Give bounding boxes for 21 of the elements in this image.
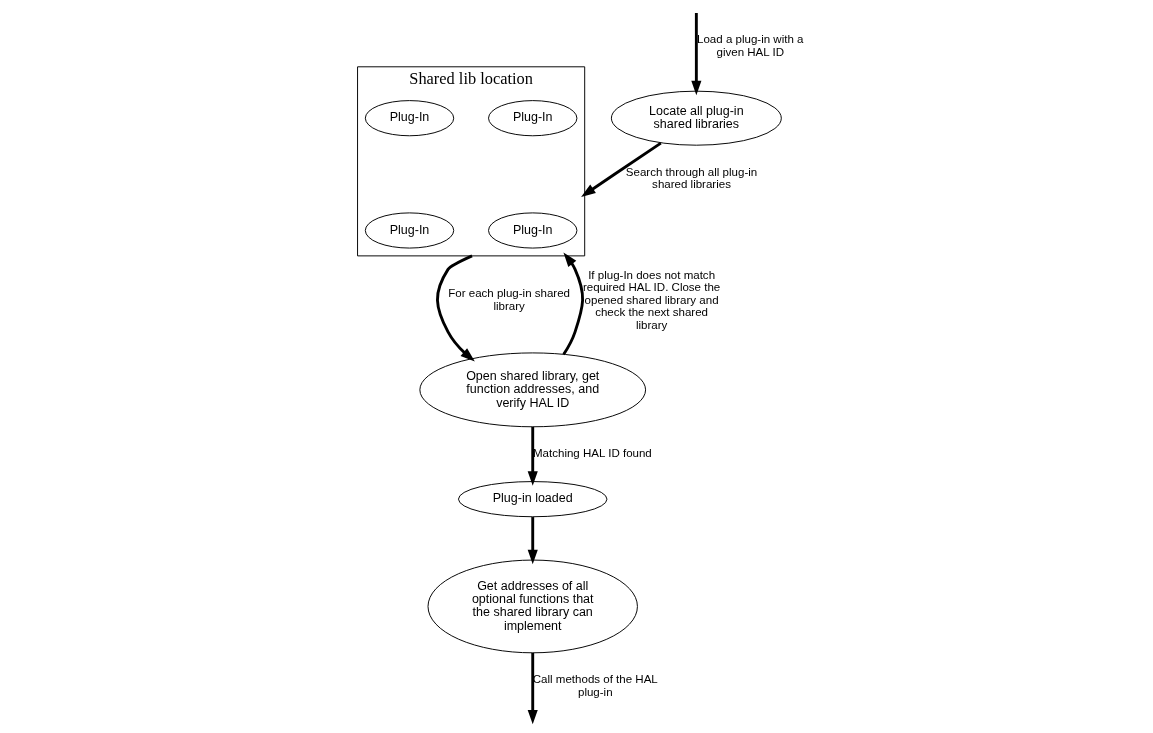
node-ellipse: Plug-In <box>364 212 454 249</box>
node-ellipse: Plug-In <box>487 212 577 249</box>
node-ellipse: Get addresses of all optional functions that the shared library can implement <box>427 559 638 654</box>
arrow <box>580 141 662 197</box>
edge-label: If plug-In does not match required HAL ID. Close the opened shared library and check the next shared library <box>582 268 720 331</box>
arrow <box>561 252 584 356</box>
node-ellipse: Plug-in loaded <box>457 481 607 518</box>
edge-label: Search through all plug-in shared libraries <box>625 165 757 191</box>
arrow <box>435 254 475 362</box>
edge-label: For each plug-in shared library <box>447 287 570 312</box>
node-ellipse: Open shared library, get function addresses, and verify HAL ID <box>418 352 646 428</box>
edge-label: Load a plug-in with a given HAL ID <box>696 33 803 58</box>
node-ellipse: Locate all plug-in shared libraries <box>610 90 782 146</box>
arrow <box>527 652 538 725</box>
edge-label: Matching HAL ID found <box>532 447 652 459</box>
arrow <box>527 517 538 565</box>
edge-label: Call methods of the HAL plug-in <box>532 673 658 698</box>
arrow <box>690 13 701 96</box>
node-ellipse: Plug-In <box>364 100 454 137</box>
arrow <box>527 426 538 486</box>
node-ellipse: Plug-In <box>487 100 577 137</box>
